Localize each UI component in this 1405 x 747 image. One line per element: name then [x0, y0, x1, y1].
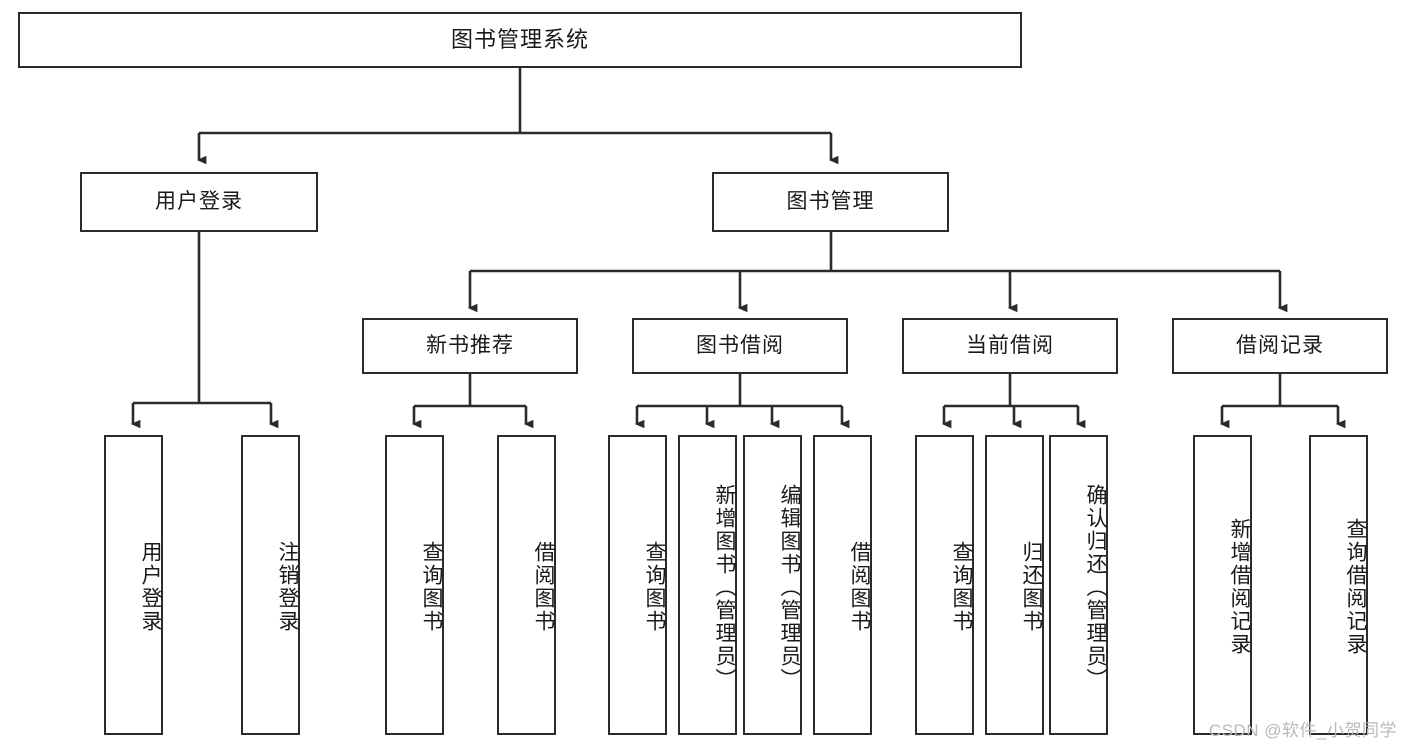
leaf-label: 新增借阅记录 [1228, 518, 1251, 656]
leaf-label: 借阅图书 [848, 541, 871, 633]
node-book-management-label: 图书管理 [786, 190, 875, 214]
leaf-current-return-book[interactable]: 归还图书 [985, 435, 1044, 735]
leaf-borrow-borrow-book[interactable]: 借阅图书 [813, 435, 872, 735]
leaf-new-book-borrow[interactable]: 借阅图书 [497, 435, 556, 735]
leaf-label: 借阅图书 [532, 541, 555, 633]
leaf-label: 归还图书 [1020, 541, 1043, 633]
node-current-borrow-label: 当前借阅 [966, 334, 1054, 358]
node-book-borrow-label: 图书借阅 [696, 334, 784, 358]
leaf-record-query-record[interactable]: 查询借阅记录 [1309, 435, 1368, 735]
leaf-label: 编辑图书（管理员） [778, 483, 801, 691]
leaf-borrow-query-book[interactable]: 查询图书 [608, 435, 667, 735]
node-root-label: 图书管理系统 [450, 26, 589, 52]
leaf-user-login-signin[interactable]: 用户登录 [104, 435, 163, 735]
node-book-management[interactable]: 图书管理 [712, 172, 949, 232]
leaf-label: 查询图书 [643, 541, 666, 633]
leaf-current-confirm-return-admin[interactable]: 确认归还（管理员） [1049, 435, 1108, 735]
leaf-current-query-book[interactable]: 查询图书 [915, 435, 974, 735]
node-user-login[interactable]: 用户登录 [80, 172, 318, 232]
leaf-label: 确认归还（管理员） [1084, 483, 1107, 691]
leaf-label: 用户登录 [139, 541, 162, 633]
node-new-book-recommend-label: 新书推荐 [426, 334, 514, 358]
leaf-label: 新增图书（管理员） [713, 483, 736, 691]
leaf-label: 查询图书 [950, 541, 973, 633]
leaf-new-book-query[interactable]: 查询图书 [385, 435, 444, 735]
leaf-label: 查询图书 [420, 541, 443, 633]
node-borrow-record[interactable]: 借阅记录 [1172, 318, 1388, 374]
watermark: CSDN @软件_小贺同学 [1208, 721, 1397, 740]
leaf-record-add-record[interactable]: 新增借阅记录 [1193, 435, 1252, 735]
node-current-borrow[interactable]: 当前借阅 [902, 318, 1118, 374]
node-book-borrow[interactable]: 图书借阅 [632, 318, 848, 374]
node-root[interactable]: 图书管理系统 [18, 12, 1022, 68]
node-new-book-recommend[interactable]: 新书推荐 [362, 318, 578, 374]
node-borrow-record-label: 借阅记录 [1236, 334, 1324, 358]
leaf-borrow-edit-book-admin[interactable]: 编辑图书（管理员） [743, 435, 802, 735]
leaf-label: 注销登录 [276, 541, 299, 633]
leaf-borrow-add-book-admin[interactable]: 新增图书（管理员） [678, 435, 737, 735]
leaf-label: 查询借阅记录 [1344, 518, 1367, 656]
leaf-user-login-signout[interactable]: 注销登录 [241, 435, 300, 735]
node-user-login-label: 用户登录 [155, 190, 243, 214]
